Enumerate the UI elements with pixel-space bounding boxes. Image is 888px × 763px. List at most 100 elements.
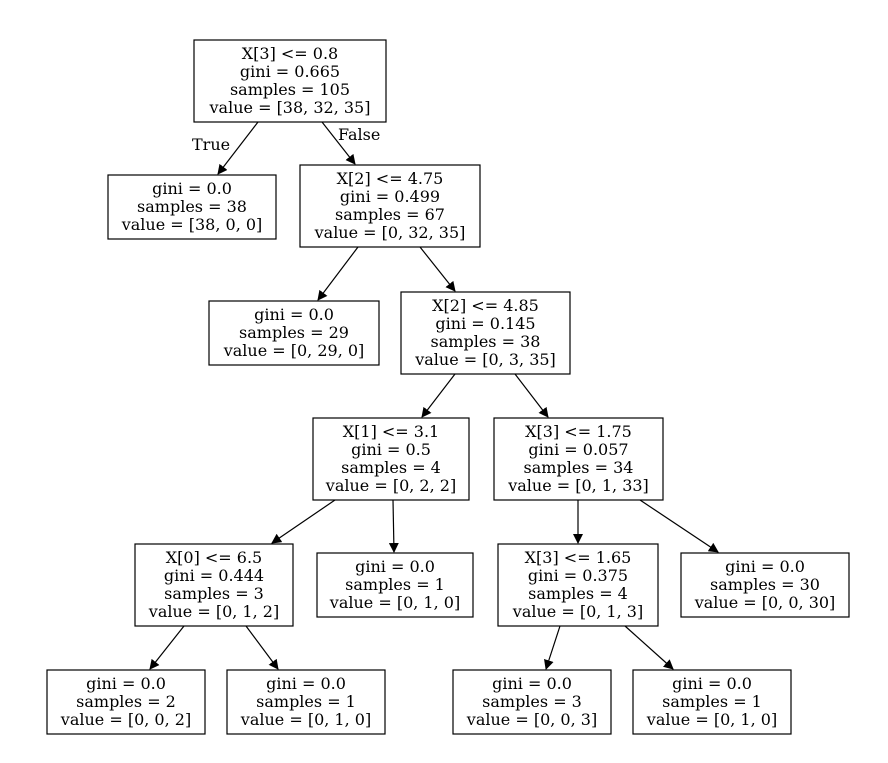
tree-edge-arrow <box>514 373 549 418</box>
tree-edge-arrow <box>271 499 336 544</box>
tree-edge-arrow <box>388 499 399 553</box>
node-box <box>632 669 792 735</box>
node-text-line: gini = 0.499 <box>340 187 440 206</box>
node-box <box>316 552 474 618</box>
node-text-line: gini = 0.375 <box>528 566 628 585</box>
node-text-line: value = [0, 29, 0] <box>223 341 365 360</box>
node-text-line: value = [0, 1, 0] <box>646 710 777 729</box>
node-text-line: value = [0, 1, 0] <box>329 593 460 612</box>
node-text-line: gini = 0.0 <box>725 557 805 576</box>
tree-edge-arrow <box>419 246 456 292</box>
node-text-line: samples = 38 <box>137 197 247 216</box>
node-text-line: X[0] <= 6.5 <box>166 548 262 567</box>
node-box <box>493 417 664 501</box>
node-text-line: samples = 2 <box>76 692 176 711</box>
node-box <box>134 543 294 627</box>
node-text-line: X[3] <= 1.65 <box>525 548 632 567</box>
node-text-line: samples = 30 <box>710 575 820 594</box>
node-text-line: samples = 1 <box>345 575 445 594</box>
node-box <box>497 543 659 627</box>
tree-edge-arrow <box>245 625 279 670</box>
tree-edge-arrow <box>317 246 359 301</box>
node-text-line: gini = 0.0 <box>672 674 752 693</box>
node-text-line: value = [0, 1, 2] <box>148 602 279 621</box>
node-text-line: value = [38, 32, 35] <box>209 98 371 117</box>
node-text-line: gini = 0.5 <box>351 440 431 459</box>
node-text-line: X[3] <= 1.75 <box>525 422 632 441</box>
node-text-line: value = [0, 0, 3] <box>466 710 597 729</box>
node-text-line: value = [0, 32, 35] <box>314 223 466 242</box>
node-text-line: value = [0, 1, 3] <box>512 602 643 621</box>
node-text-line: X[1] <= 3.1 <box>343 422 439 441</box>
node-text-line: samples = 38 <box>431 332 541 351</box>
node-box <box>46 669 206 735</box>
node-box <box>299 164 481 248</box>
node-text-line: samples = 4 <box>341 458 441 477</box>
node-text-line: samples = 67 <box>335 205 445 224</box>
tree-edge-arrow <box>421 373 456 418</box>
tree-edge-arrow <box>217 121 259 175</box>
node-text-line: gini = 0.665 <box>240 62 340 81</box>
node-text-line: value = [0, 0, 2] <box>60 710 191 729</box>
node-text-line: samples = 4 <box>528 584 628 603</box>
node-text-line: samples = 3 <box>164 584 264 603</box>
node-text-line: value = [0, 3, 35] <box>414 350 556 369</box>
tree-edge-arrow <box>624 625 674 670</box>
tree-edge-arrow <box>544 625 561 670</box>
node-box <box>208 300 380 366</box>
node-text-line: gini = 0.057 <box>528 440 628 459</box>
node-text-line: samples = 3 <box>482 692 582 711</box>
node-text-line: samples = 1 <box>256 692 356 711</box>
node-box <box>193 39 387 123</box>
node-text-line: value = [38, 0, 0] <box>121 215 263 234</box>
tree-edges <box>149 121 719 670</box>
node-text-line: samples = 29 <box>239 323 349 342</box>
node-text-line: gini = 0.145 <box>435 314 535 333</box>
node-text-line: samples = 105 <box>230 80 350 99</box>
node-box <box>107 174 277 240</box>
node-text-line: gini = 0.0 <box>86 674 166 693</box>
node-text-line: value = [0, 1, 33] <box>507 476 649 495</box>
node-text-line: gini = 0.0 <box>254 305 334 324</box>
tree-edge-labels: True False <box>192 125 380 154</box>
node-text-line: gini = 0.0 <box>355 557 435 576</box>
node-box <box>680 552 850 618</box>
node-box <box>452 669 612 735</box>
false-edge-label: False <box>338 125 380 144</box>
node-text-line: X[3] <= 0.8 <box>242 44 338 63</box>
node-text-line: X[2] <= 4.75 <box>337 169 444 188</box>
tree-edge-arrow <box>321 121 356 165</box>
node-text-line: value = [0, 2, 2] <box>325 476 456 495</box>
tree-edge-arrow <box>639 499 719 553</box>
node-text-line: samples = 34 <box>524 458 634 477</box>
node-text-line: samples = 1 <box>662 692 762 711</box>
node-text-line: value = [0, 0, 30] <box>694 593 836 612</box>
node-box <box>312 417 470 501</box>
node-text-line: value = [0, 1, 0] <box>240 710 371 729</box>
node-box <box>400 291 571 375</box>
true-edge-label: True <box>192 135 230 154</box>
node-text-line: gini = 0.0 <box>266 674 346 693</box>
node-box <box>226 669 386 735</box>
tree-edge-arrow <box>149 625 185 670</box>
node-text-line: gini = 0.0 <box>492 674 572 693</box>
node-text-line: gini = 0.0 <box>152 179 232 198</box>
node-text-line: X[2] <= 4.85 <box>432 296 539 315</box>
